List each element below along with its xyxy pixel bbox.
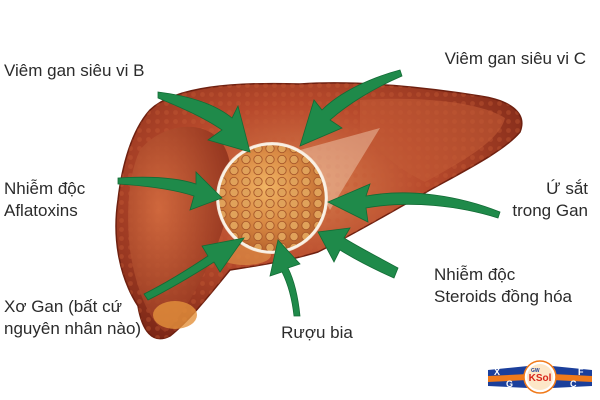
label-hep-b: Viêm gan siêu vi B (4, 60, 144, 82)
label-steroids-line-1: Nhiễm độc (434, 265, 516, 284)
arrow-icon (317, 227, 399, 279)
arrow-icon (269, 239, 301, 317)
logo-prefix: GW (531, 368, 540, 374)
label-hep-b-text: Viêm gan siêu vi B (4, 61, 145, 80)
arrow-icon (143, 237, 245, 301)
arrow-icon (157, 91, 251, 153)
label-iron-line-1: Ứ sắt (546, 179, 588, 198)
magnifier-lens-icon (216, 142, 328, 254)
label-aflatoxin-line-1: Nhiễm độc (4, 179, 86, 198)
arrow-icon (117, 171, 223, 211)
label-steroids-line-2: Steroids đồng hóa (434, 287, 572, 306)
logo-letter-f: F (578, 367, 584, 377)
label-cirrhosis: Xơ Gan (bất cứ nguyên nhân nào) (4, 296, 141, 340)
label-iron: Ứ sắt trong Gan (512, 178, 588, 222)
label-aflatoxin-line-2: Aflatoxins (4, 201, 78, 220)
label-alcohol-text: Rượu bia (281, 323, 353, 342)
brand-logo: GW KSol X G F C (488, 360, 592, 394)
label-steroids: Nhiễm độc Steroids đồng hóa (434, 264, 572, 308)
logo-letter-x: X (494, 367, 500, 377)
label-alcohol: Rượu bia (262, 322, 372, 344)
logo-letter-c: C (570, 379, 577, 389)
arrow-icon (299, 69, 403, 147)
logo-brand-text: KSol (529, 373, 552, 384)
label-cirrhosis-line-1: Xơ Gan (bất cứ (4, 297, 122, 316)
label-iron-line-2: trong Gan (512, 201, 588, 220)
arrow-icon (327, 183, 501, 223)
label-cirrhosis-line-2: nguyên nhân nào) (4, 319, 142, 338)
logo-letter-g: G (506, 379, 513, 389)
label-hep-c-text: Viêm gan siêu vi C (444, 49, 586, 68)
label-aflatoxin: Nhiễm độc Aflatoxins (4, 178, 85, 222)
label-hep-c: Viêm gan siêu vi C (445, 48, 586, 70)
